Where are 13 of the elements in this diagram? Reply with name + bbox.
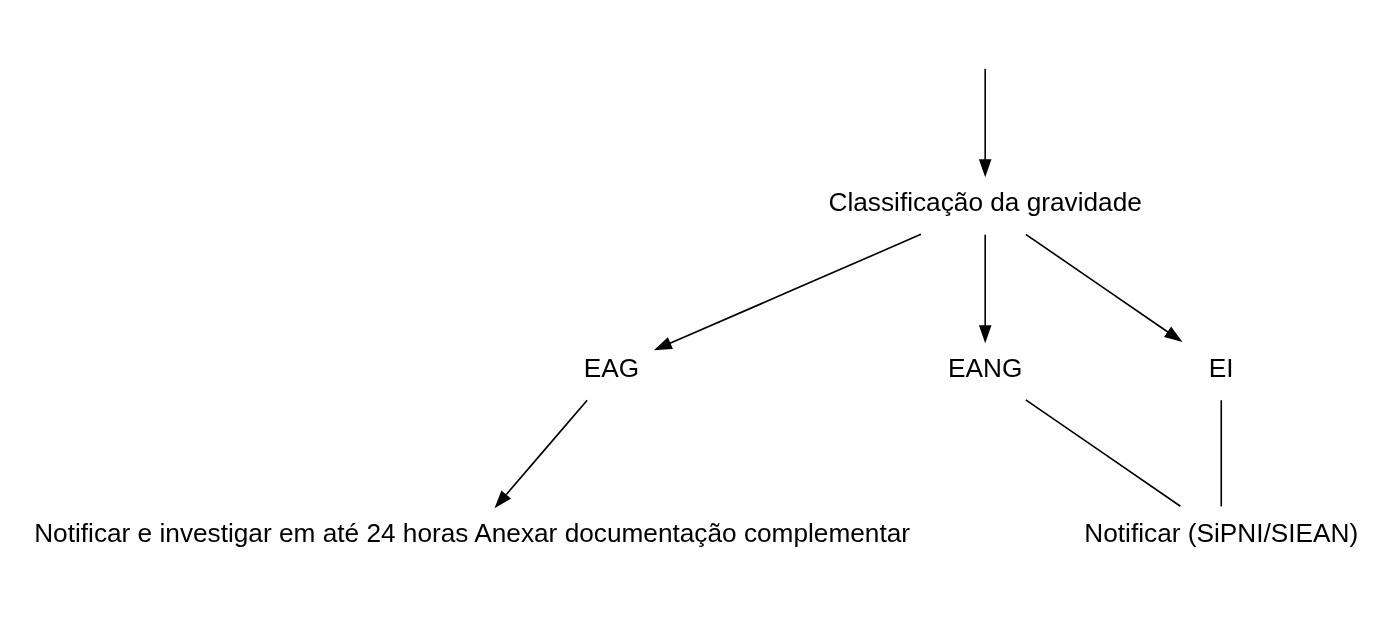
connector bbox=[1220, 398, 1223, 507]
node-text: EAG bbox=[583, 352, 640, 383]
node-text: EANG bbox=[948, 352, 1023, 383]
node-text: Notificar (SiPNI/SIEAN) bbox=[1084, 517, 1359, 548]
arrow bbox=[978, 233, 992, 343]
arrow bbox=[653, 233, 922, 350]
arrow bbox=[978, 67, 992, 177]
connector bbox=[1024, 398, 1182, 507]
node-text: Notificar e investigar em até 24 horas Anexar documentação complementar bbox=[34, 517, 911, 548]
node-text: EI bbox=[1208, 352, 1234, 383]
arrow bbox=[1024, 233, 1183, 342]
arrow bbox=[494, 398, 588, 508]
node-text: Classificação da gravidade bbox=[828, 186, 1142, 217]
